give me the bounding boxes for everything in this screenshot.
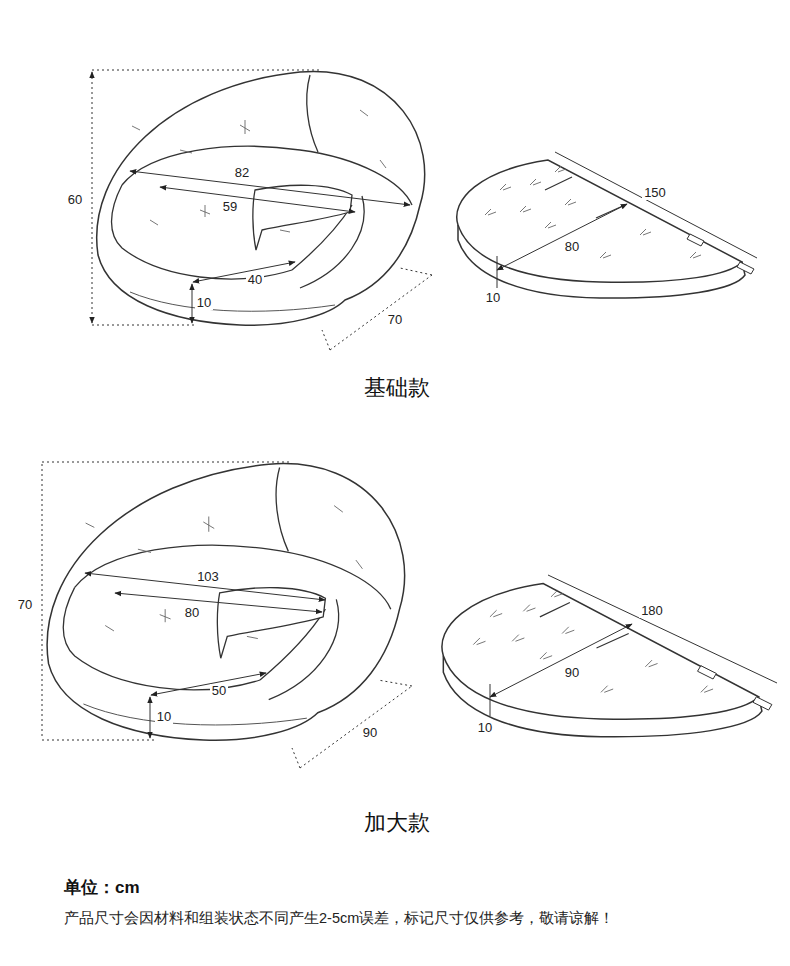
dimension-value: 90 (361, 726, 379, 741)
extension-line (42, 462, 290, 740)
dimension-value: 59 (221, 200, 239, 215)
dimension-value: 103 (195, 570, 221, 585)
extension-line (42, 464, 43, 738)
dimension-value: 150 (642, 186, 668, 201)
dimension-value: 82 (233, 166, 251, 181)
dimension-line (193, 262, 295, 282)
dimension-line (548, 575, 777, 683)
extension-line (322, 268, 432, 350)
dimension-line (192, 284, 193, 323)
dimension-value: 70 (16, 598, 34, 613)
dimension-lines-large (42, 462, 777, 768)
dimension-line (130, 171, 410, 205)
dimension-line (115, 593, 322, 612)
extension-line (292, 680, 412, 768)
dimension-value: 10 (195, 296, 213, 311)
dimension-value: 50 (210, 684, 228, 699)
dimension-value: 80 (563, 240, 581, 255)
dimension-value: 80 (183, 606, 201, 621)
cushion-basic (457, 160, 754, 298)
dimension-line (490, 684, 491, 716)
model-caption: 加大款 (360, 810, 434, 835)
cushion-large (442, 584, 772, 737)
dimension-value: 70 (386, 313, 404, 328)
chair-large (47, 464, 404, 741)
unit-note: 单位：cm (62, 878, 142, 898)
extension-line (92, 72, 93, 323)
dimension-value: 180 (639, 604, 665, 619)
dimension-line (490, 624, 632, 697)
dimension-value: 40 (246, 273, 264, 288)
dimension-line (497, 204, 627, 270)
disclaimer-note: 产品尺寸会因材料和组装状态不同产生2-5cm误差，标记尺寸仅供参考，敬请谅解！ (62, 910, 616, 927)
dimension-line (150, 697, 151, 738)
extension-line (92, 70, 320, 325)
dimension-line (160, 187, 355, 212)
dimension-value: 10 (476, 721, 494, 736)
dimension-value: 60 (66, 193, 84, 208)
dimension-value: 10 (155, 710, 173, 725)
dimension-value: 90 (563, 666, 581, 681)
dimension-value: 10 (484, 291, 502, 306)
dimension-lines-basic (92, 70, 757, 350)
model-caption: 基础款 (360, 375, 434, 400)
dimension-line (555, 152, 757, 258)
dimension-line (92, 72, 93, 323)
dimension-line (151, 673, 266, 695)
dimension-line (497, 256, 498, 288)
chair-basic (97, 71, 425, 325)
